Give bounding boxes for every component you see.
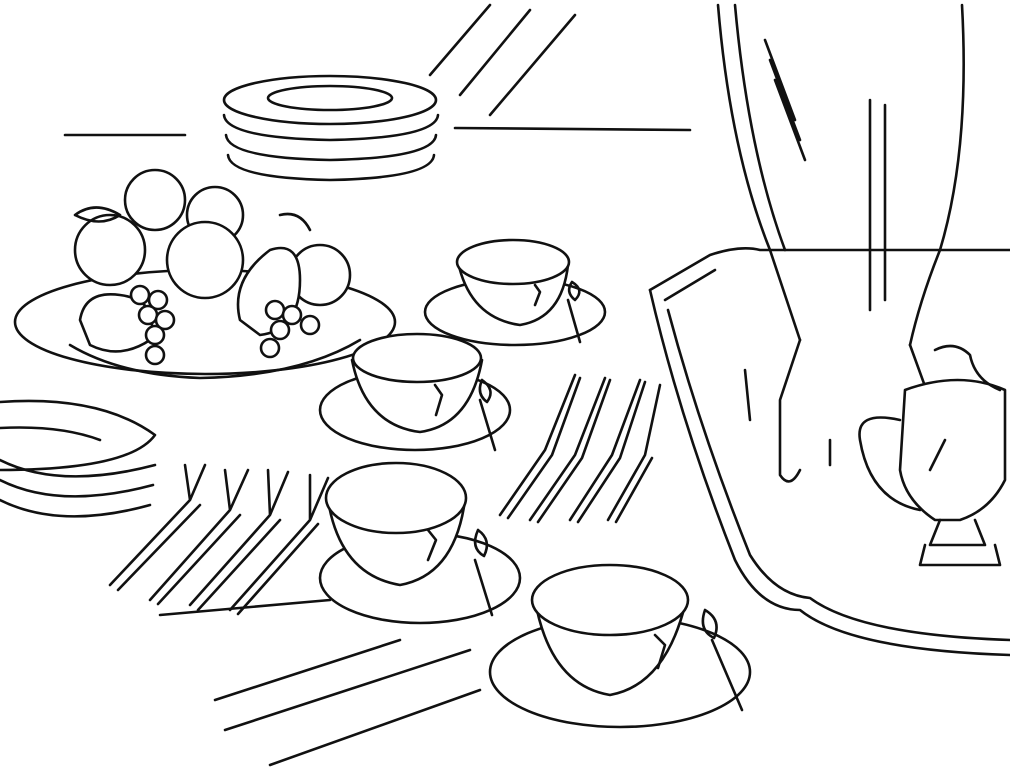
samovar (716, 3, 965, 483)
fruit-bowl (13, 168, 397, 380)
knives (498, 373, 662, 524)
sugar-bowl (858, 344, 1007, 567)
plate-stack-left (0, 399, 157, 518)
plate-stack-top (222, 74, 440, 182)
cup-4 (488, 563, 752, 729)
cup-2 (318, 332, 512, 452)
forks (108, 463, 330, 616)
tray (648, 247, 1010, 657)
cup-1 (423, 238, 607, 347)
cup-3 (318, 461, 522, 625)
